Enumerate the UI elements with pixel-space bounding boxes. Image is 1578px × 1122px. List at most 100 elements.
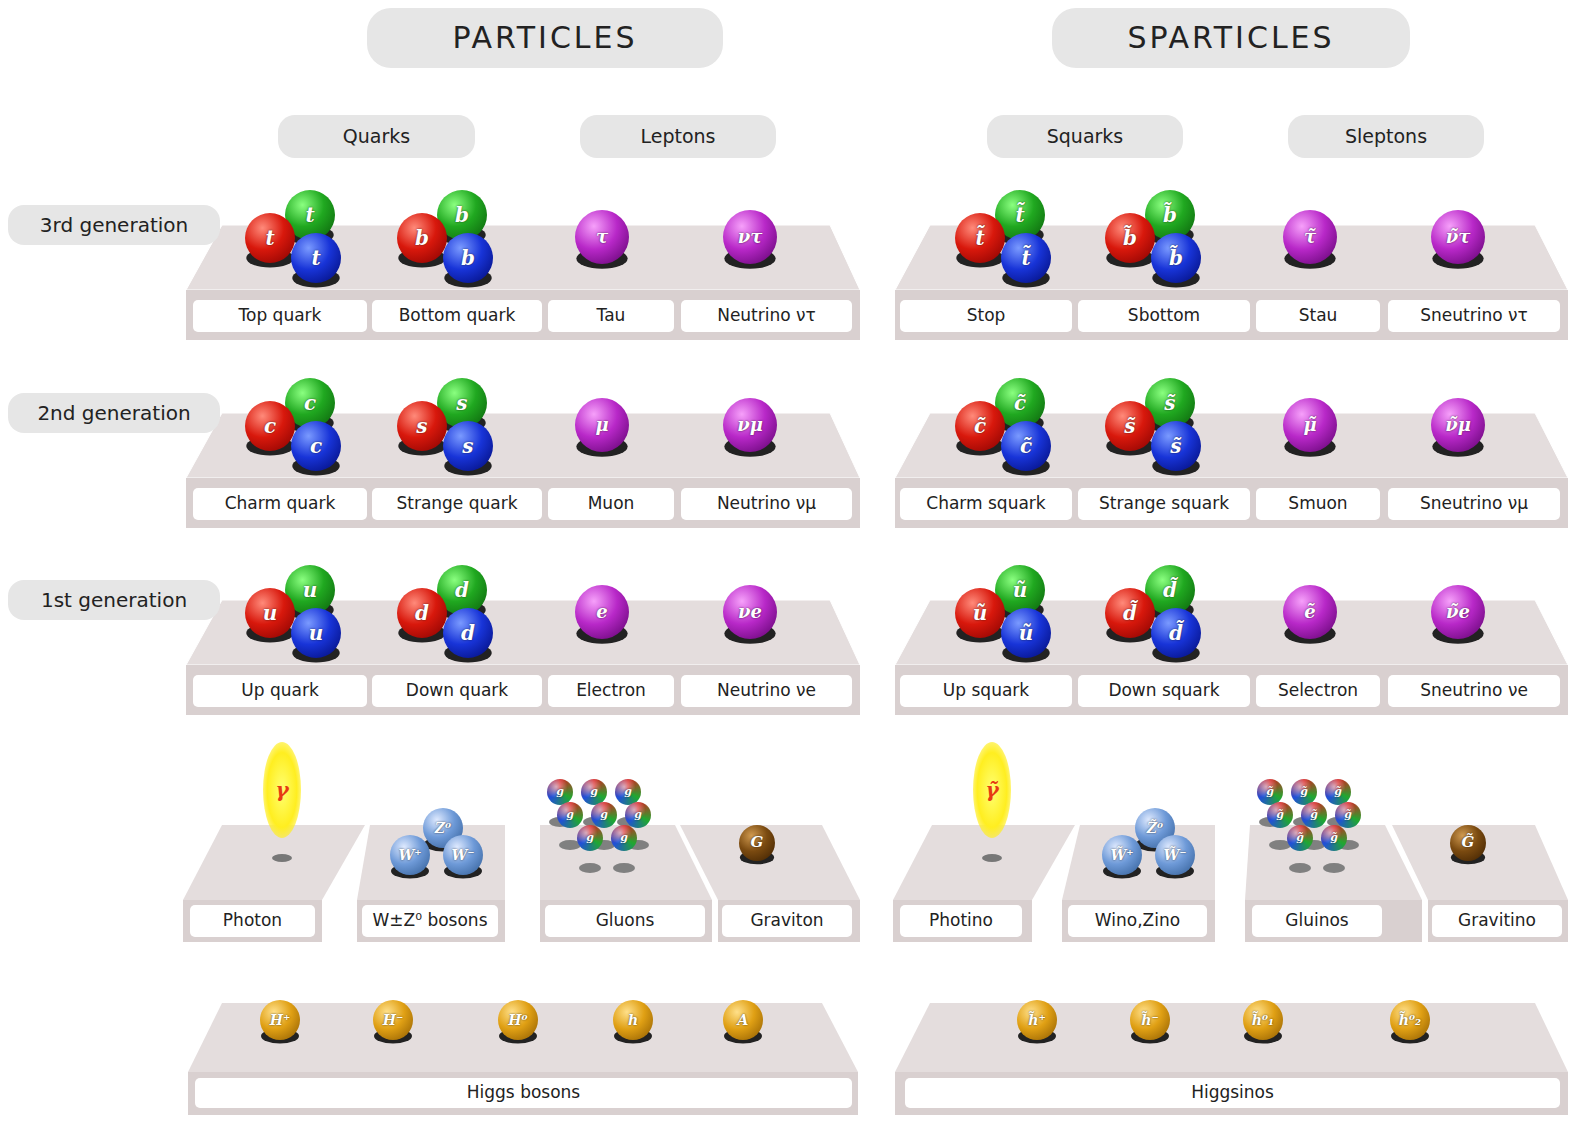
name-label: Strange squark: [1078, 488, 1250, 520]
particle-ball: c: [291, 421, 341, 471]
particle-ball: ẽ: [1283, 585, 1337, 639]
label-text: Neutrino νμ: [717, 495, 816, 513]
panel: [183, 900, 322, 942]
particle-ball: d: [397, 588, 447, 638]
header-text: 3rd generation: [40, 215, 188, 236]
name-label: Sneutrino ντ: [1388, 300, 1560, 332]
particle-ball: d: [443, 608, 493, 658]
particle-ball: h: [613, 1000, 653, 1040]
particle-symbol: μ̃: [1303, 416, 1316, 435]
particle-ball: g̃: [1287, 825, 1313, 851]
particle-ball: h̃⁰₁: [1243, 1000, 1283, 1040]
particle-symbol: c: [310, 436, 322, 457]
particle-ball: g̃: [1335, 802, 1361, 828]
particle-symbol: g̃: [1334, 786, 1342, 798]
particle-symbol: g: [600, 809, 608, 821]
name-label: Tau: [548, 300, 674, 332]
label-text: Smuon: [1288, 495, 1347, 513]
label-text: Gluons: [596, 912, 655, 930]
panel: [718, 900, 860, 942]
particle-ball: τ̃: [1283, 210, 1337, 264]
particle-symbol: s: [416, 416, 427, 437]
particle-ball: g̃: [1267, 802, 1293, 828]
ball-shadow: [272, 854, 292, 862]
header-pill: Leptons: [580, 115, 776, 158]
name-label: Top quark: [193, 300, 367, 332]
name-label: Photon: [190, 905, 315, 937]
label-text: Stau: [1299, 307, 1338, 325]
particle-ball: W̃⁻: [1155, 835, 1195, 875]
particle-symbol: d̃: [1163, 580, 1177, 601]
shadow-layer: [246, 226, 1485, 1044]
particle-symbol: ν̃μ: [1445, 416, 1471, 435]
name-label: Higgs bosons: [195, 1078, 852, 1108]
panel: [1062, 900, 1215, 942]
particle-symbol: νμ: [737, 416, 763, 435]
particle-symbol: t̃: [975, 228, 984, 249]
platform: [895, 1003, 1568, 1072]
particle-symbol: t: [265, 228, 274, 249]
label-text: Gluinos: [1285, 912, 1348, 930]
header-text: Leptons: [640, 127, 715, 147]
particle-symbol: τ̃: [1304, 228, 1316, 247]
label-text: Down squark: [1108, 682, 1219, 700]
particle-symbol: c: [304, 393, 316, 414]
name-label: W±Z⁰ bosons: [362, 905, 498, 937]
particle-ball: e: [575, 585, 629, 639]
name-label: Neutrino ντ: [681, 300, 852, 332]
particle-symbol: g: [590, 786, 598, 798]
particle-symbol: c̃: [974, 416, 986, 437]
label-text: Charm quark: [225, 495, 336, 513]
name-label: Up quark: [193, 675, 367, 707]
label-text: Sneutrino ντ: [1420, 307, 1528, 325]
particle-symbol: H⁺: [270, 1013, 291, 1028]
particle-symbol: c̃: [1014, 393, 1026, 414]
particle-symbol: μ: [595, 416, 608, 435]
particle-ball: t: [245, 213, 295, 263]
particle-symbol: G: [751, 835, 764, 851]
particle-symbol: g̃: [1330, 832, 1338, 844]
header-pill: PARTICLES: [367, 8, 723, 68]
particle-symbol: h̃⁻: [1141, 1013, 1159, 1028]
header-text: Quarks: [343, 127, 410, 147]
particle-ball: ν̃τ: [1431, 210, 1485, 264]
particle-symbol: s̃: [1124, 416, 1135, 437]
name-label: Neutrino νe: [681, 675, 852, 707]
name-label: Muon: [548, 488, 674, 520]
label-text: Charm squark: [926, 495, 1045, 513]
name-label: Sneutrino νμ: [1388, 488, 1560, 520]
particle-symbol: g̃: [1296, 832, 1304, 844]
particle-ball: g: [611, 825, 637, 851]
header-pill: 3rd generation: [8, 205, 220, 245]
particle-symbol: u: [263, 603, 278, 624]
particle-ball: b: [443, 233, 493, 283]
particle-ball: ντ: [723, 210, 777, 264]
name-label: Up squark: [900, 675, 1072, 707]
particle-ball: H⁺: [260, 1000, 300, 1040]
particle-ball: W⁻: [443, 835, 483, 875]
particle-ball: g̃: [1321, 825, 1347, 851]
name-label: Stau: [1256, 300, 1380, 332]
particle-ball: H⁻: [373, 1000, 413, 1040]
particle-symbol: u: [303, 580, 318, 601]
label-text: Higgs bosons: [467, 1084, 580, 1102]
particle-symbol: ũ: [973, 603, 988, 624]
name-label: Graviton: [722, 905, 852, 937]
particle-ball: c̃: [1001, 421, 1051, 471]
header-pill: Quarks: [278, 115, 475, 158]
header-text: SPARTICLES: [1127, 22, 1334, 54]
label-text: Strange quark: [396, 495, 517, 513]
particle-symbol: t: [311, 248, 320, 269]
particle-ball: ν̃μ: [1431, 398, 1485, 452]
name-label: Electron: [548, 675, 674, 707]
particle-symbol: s: [456, 393, 467, 414]
panel: [893, 825, 1075, 900]
name-label: Sneutrino νe: [1388, 675, 1560, 707]
particle-symbol: g: [586, 832, 594, 844]
name-label: Down quark: [372, 675, 542, 707]
particle-ball: H⁰: [498, 1000, 538, 1040]
particle-symbol: ντ: [738, 228, 763, 247]
particle-symbol: e: [596, 603, 607, 622]
label-text: Sneutrino νμ: [1420, 495, 1528, 513]
